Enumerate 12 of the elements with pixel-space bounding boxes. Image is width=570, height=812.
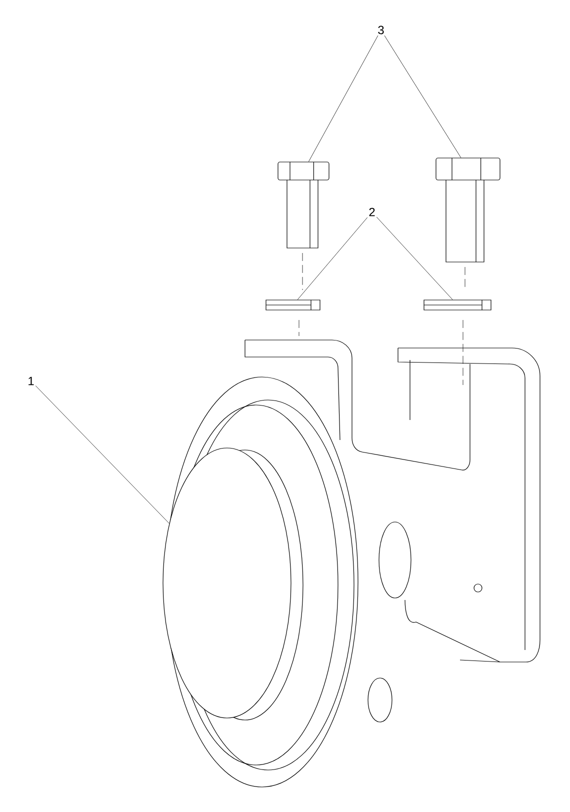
bolt-drawing: [278, 162, 330, 290]
leader-line: [376, 216, 453, 300]
horn-drawing: [162, 376, 412, 788]
leader-line: [297, 217, 368, 300]
callout-number: 3: [378, 26, 384, 34]
callout-number: 1: [28, 376, 34, 386]
washer-drawing: [424, 300, 492, 310]
leader-line: [384, 35, 462, 158]
leader-line: [308, 35, 378, 162]
leader-line: [35, 386, 170, 524]
callout-number: 2: [369, 208, 375, 216]
washer-drawing: [266, 300, 320, 310]
